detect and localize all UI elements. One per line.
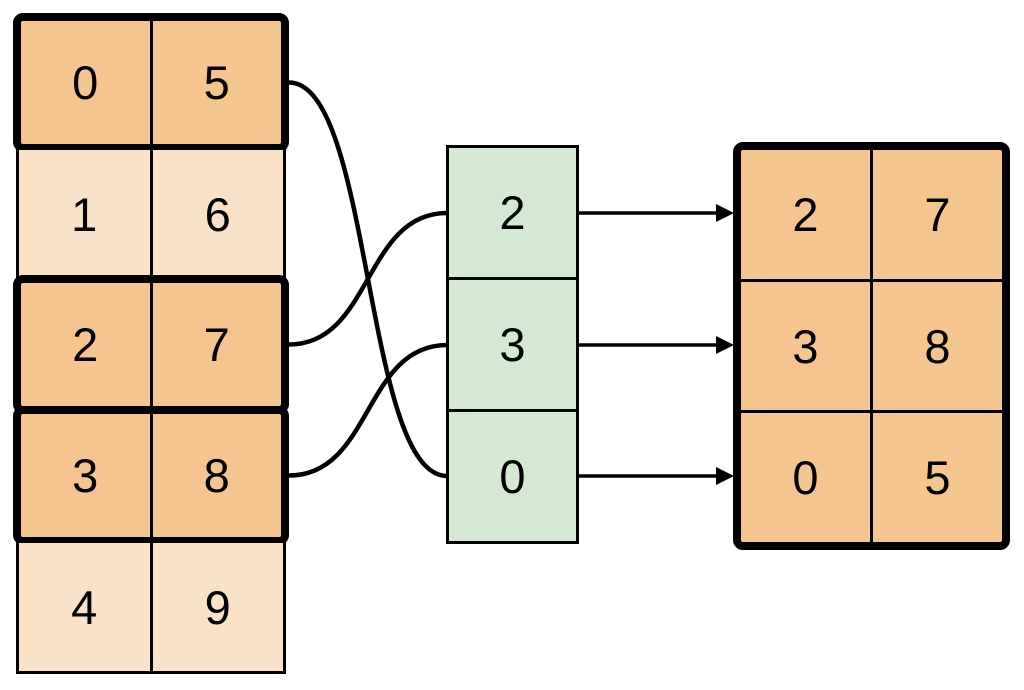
source-cell-r4c1: 9 — [204, 580, 231, 634]
result-cell-r0c1: 7 — [924, 187, 951, 241]
source-cell-r3c0: 3 — [21, 414, 153, 537]
result-row-2: 0 5 — [741, 410, 1002, 543]
source-cell-r2c0: 2 — [21, 283, 153, 406]
result-row-1: 3 8 — [741, 278, 1002, 411]
index-cell-0: 2 — [499, 186, 526, 239]
source-row-2: 2 7 — [13, 275, 289, 414]
result-row-0: 2 7 — [741, 150, 1002, 279]
result-cell-r1c0: 3 — [741, 281, 873, 411]
source-cell-r1c1: 6 — [204, 187, 231, 241]
source-cell-r0c0: 0 — [21, 21, 153, 144]
source-row-4: 4 9 — [16, 540, 286, 674]
index-cell-2: 0 — [449, 409, 576, 541]
index-cell-1: 3 — [449, 277, 576, 409]
curve-source-row2-to-index0 — [288, 210, 448, 347]
source-cell-r2c1: 7 — [203, 318, 230, 371]
source-row-3: 3 8 — [13, 406, 289, 545]
index-column: 2 3 0 — [446, 145, 579, 544]
result-table: 2 7 3 8 0 5 — [733, 142, 1010, 550]
source-cell-r4c0: 4 — [19, 543, 153, 671]
source-cell-r1c0: 1 — [19, 150, 153, 278]
source-cell-r3c1: 8 — [203, 449, 230, 502]
result-cell-r2c0: 0 — [741, 413, 873, 543]
source-cell-r0c1: 5 — [203, 56, 230, 109]
result-cell-r2c1: 5 — [924, 451, 951, 505]
curve-source-row3-to-index1 — [288, 342, 448, 478]
source-row-0: 0 5 — [13, 13, 289, 152]
curve-source-row0-to-index2 — [288, 80, 448, 479]
source-row-1: 1 6 — [16, 147, 286, 281]
arrowhead-icon — [716, 336, 734, 354]
arrowhead-icon — [716, 467, 734, 485]
result-cell-r0c0: 2 — [741, 150, 873, 279]
arrowhead-icon — [716, 204, 734, 222]
result-cell-r1c1: 8 — [924, 319, 951, 373]
